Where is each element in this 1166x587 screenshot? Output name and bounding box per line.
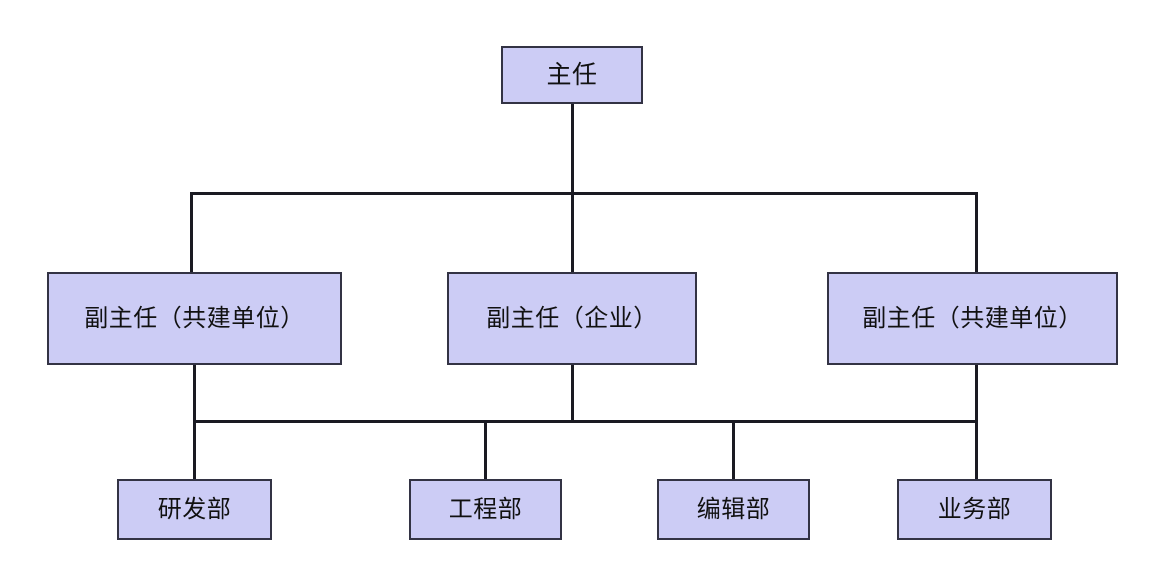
node-department-engineering[interactable]: 工程部 [409, 479, 562, 540]
connector-director-stem [571, 104, 574, 194]
node-deputy-director-enterprise[interactable]: 副主任（企业） [447, 272, 697, 365]
node-department-business[interactable]: 业务部 [897, 479, 1052, 540]
connector-descend-deputy-1 [193, 365, 196, 423]
connector-drop-deputy-1 [190, 192, 193, 274]
connector-riser-department-1 [193, 420, 196, 480]
node-department-engineering-label: 工程部 [448, 495, 523, 523]
node-deputy-director-joint-unit-1[interactable]: 副主任（共建单位） [47, 272, 342, 365]
node-deputy-director-joint-unit-2[interactable]: 副主任（共建单位） [827, 272, 1118, 365]
connector-riser-department-4 [975, 420, 978, 480]
connector-descend-deputy-2 [571, 365, 574, 423]
node-department-rd[interactable]: 研发部 [117, 479, 272, 540]
node-deputy-director-joint-unit-1-label: 副主任（共建单位） [84, 304, 305, 332]
node-department-editorial[interactable]: 编辑部 [657, 479, 810, 540]
node-deputy-director-enterprise-label: 副主任（企业） [486, 304, 658, 332]
connector-descend-deputy-3 [975, 365, 978, 423]
connector-drop-deputy-2 [571, 192, 574, 274]
node-director-label: 主任 [546, 60, 598, 89]
node-deputy-director-joint-unit-2-label: 副主任（共建单位） [862, 304, 1083, 332]
connector-drop-deputy-3 [975, 192, 978, 274]
connector-riser-department-2 [484, 420, 487, 480]
connector-riser-department-3 [732, 420, 735, 480]
node-department-rd-label: 研发部 [157, 495, 232, 523]
connector-deputy-bus [190, 192, 978, 195]
connector-department-bus [193, 420, 978, 423]
node-department-editorial-label: 编辑部 [696, 495, 771, 523]
node-director[interactable]: 主任 [501, 46, 643, 104]
node-department-business-label: 业务部 [937, 495, 1012, 523]
